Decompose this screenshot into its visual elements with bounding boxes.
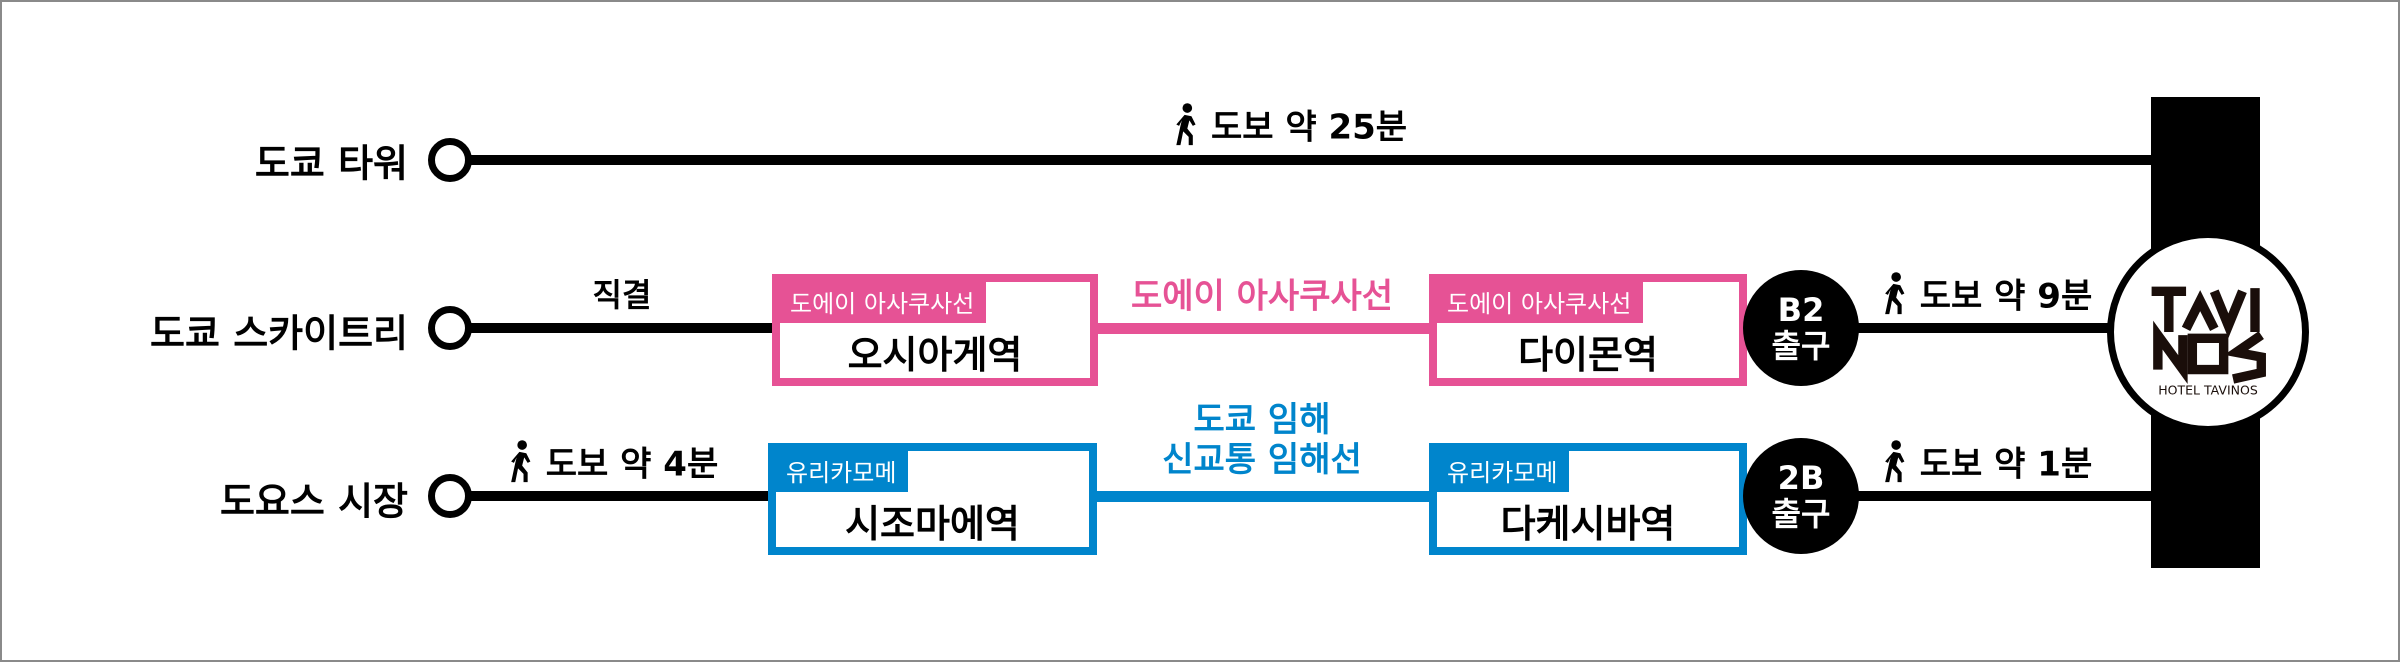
origin-tokyo-skytree: 도쿄 스카이트리 bbox=[150, 311, 408, 356]
route-line-tokyo-tower bbox=[450, 155, 2160, 165]
walk-time-daimon: 도보 약 9분 bbox=[1878, 269, 2092, 318]
walking-person-icon bbox=[1176, 102, 1196, 145]
route-line-takeshiba-hotel bbox=[1802, 491, 2162, 501]
station-oshiage: 도에이 아사쿠사선 오시아게역 bbox=[772, 274, 1098, 386]
line-tag: 도에이 아사쿠사선 bbox=[1437, 282, 1644, 323]
exit-badge-2b: 2B 출구 bbox=[1743, 438, 1859, 554]
direct-label: 직결 bbox=[592, 276, 652, 314]
walk-time-toyosu: 도보 약 4분 bbox=[504, 437, 718, 486]
walking-person-icon bbox=[1885, 271, 1905, 314]
walk-time-tokyo-tower: 도보 약 25분 bbox=[1169, 100, 1407, 149]
stop-tokyo-tower bbox=[428, 138, 472, 182]
route-line-skytree-direct bbox=[450, 323, 774, 333]
hotel-logo: HOTEL TAVINOS bbox=[2107, 231, 2309, 433]
stop-tokyo-skytree bbox=[428, 306, 472, 350]
yurikamome-line-segment bbox=[1095, 491, 1432, 502]
oedo-line-segment bbox=[1096, 323, 1432, 334]
line-tag: 유리카모메 bbox=[776, 451, 909, 492]
station-daimon: 도에이 아사쿠사선 다이몬역 bbox=[1429, 274, 1747, 386]
yurikamome-line-label: 도쿄 임해 신교통 임해선 bbox=[1162, 400, 1362, 480]
svg-text:HOTEL TAVINOS: HOTEL TAVINOS bbox=[2158, 383, 2258, 398]
walking-person-icon bbox=[511, 439, 531, 482]
route-line-daimon-hotel bbox=[1802, 323, 2162, 333]
origin-toyosu-market: 도요스 시장 bbox=[219, 479, 408, 524]
route-line-toyosu-walk bbox=[450, 491, 772, 501]
oedo-line-label: 도에이 아사쿠사선 bbox=[1130, 276, 1394, 317]
exit-badge-b2: B2 출구 bbox=[1743, 270, 1859, 386]
line-tag: 유리카모메 bbox=[1437, 451, 1570, 492]
station-shijomae: 유리카모메 시조마에역 bbox=[768, 443, 1097, 555]
walking-person-icon bbox=[1885, 439, 1905, 482]
walk-time-takeshiba: 도보 약 1분 bbox=[1878, 437, 2092, 486]
stop-toyosu-market bbox=[428, 474, 472, 518]
line-tag: 도에이 아사쿠사선 bbox=[780, 282, 987, 323]
tavinos-logo-icon: HOTEL TAVINOS bbox=[2151, 286, 2266, 398]
origin-tokyo-tower: 도쿄 타워 bbox=[254, 141, 408, 186]
station-takeshiba: 유리카모메 다케시바역 bbox=[1429, 443, 1747, 555]
